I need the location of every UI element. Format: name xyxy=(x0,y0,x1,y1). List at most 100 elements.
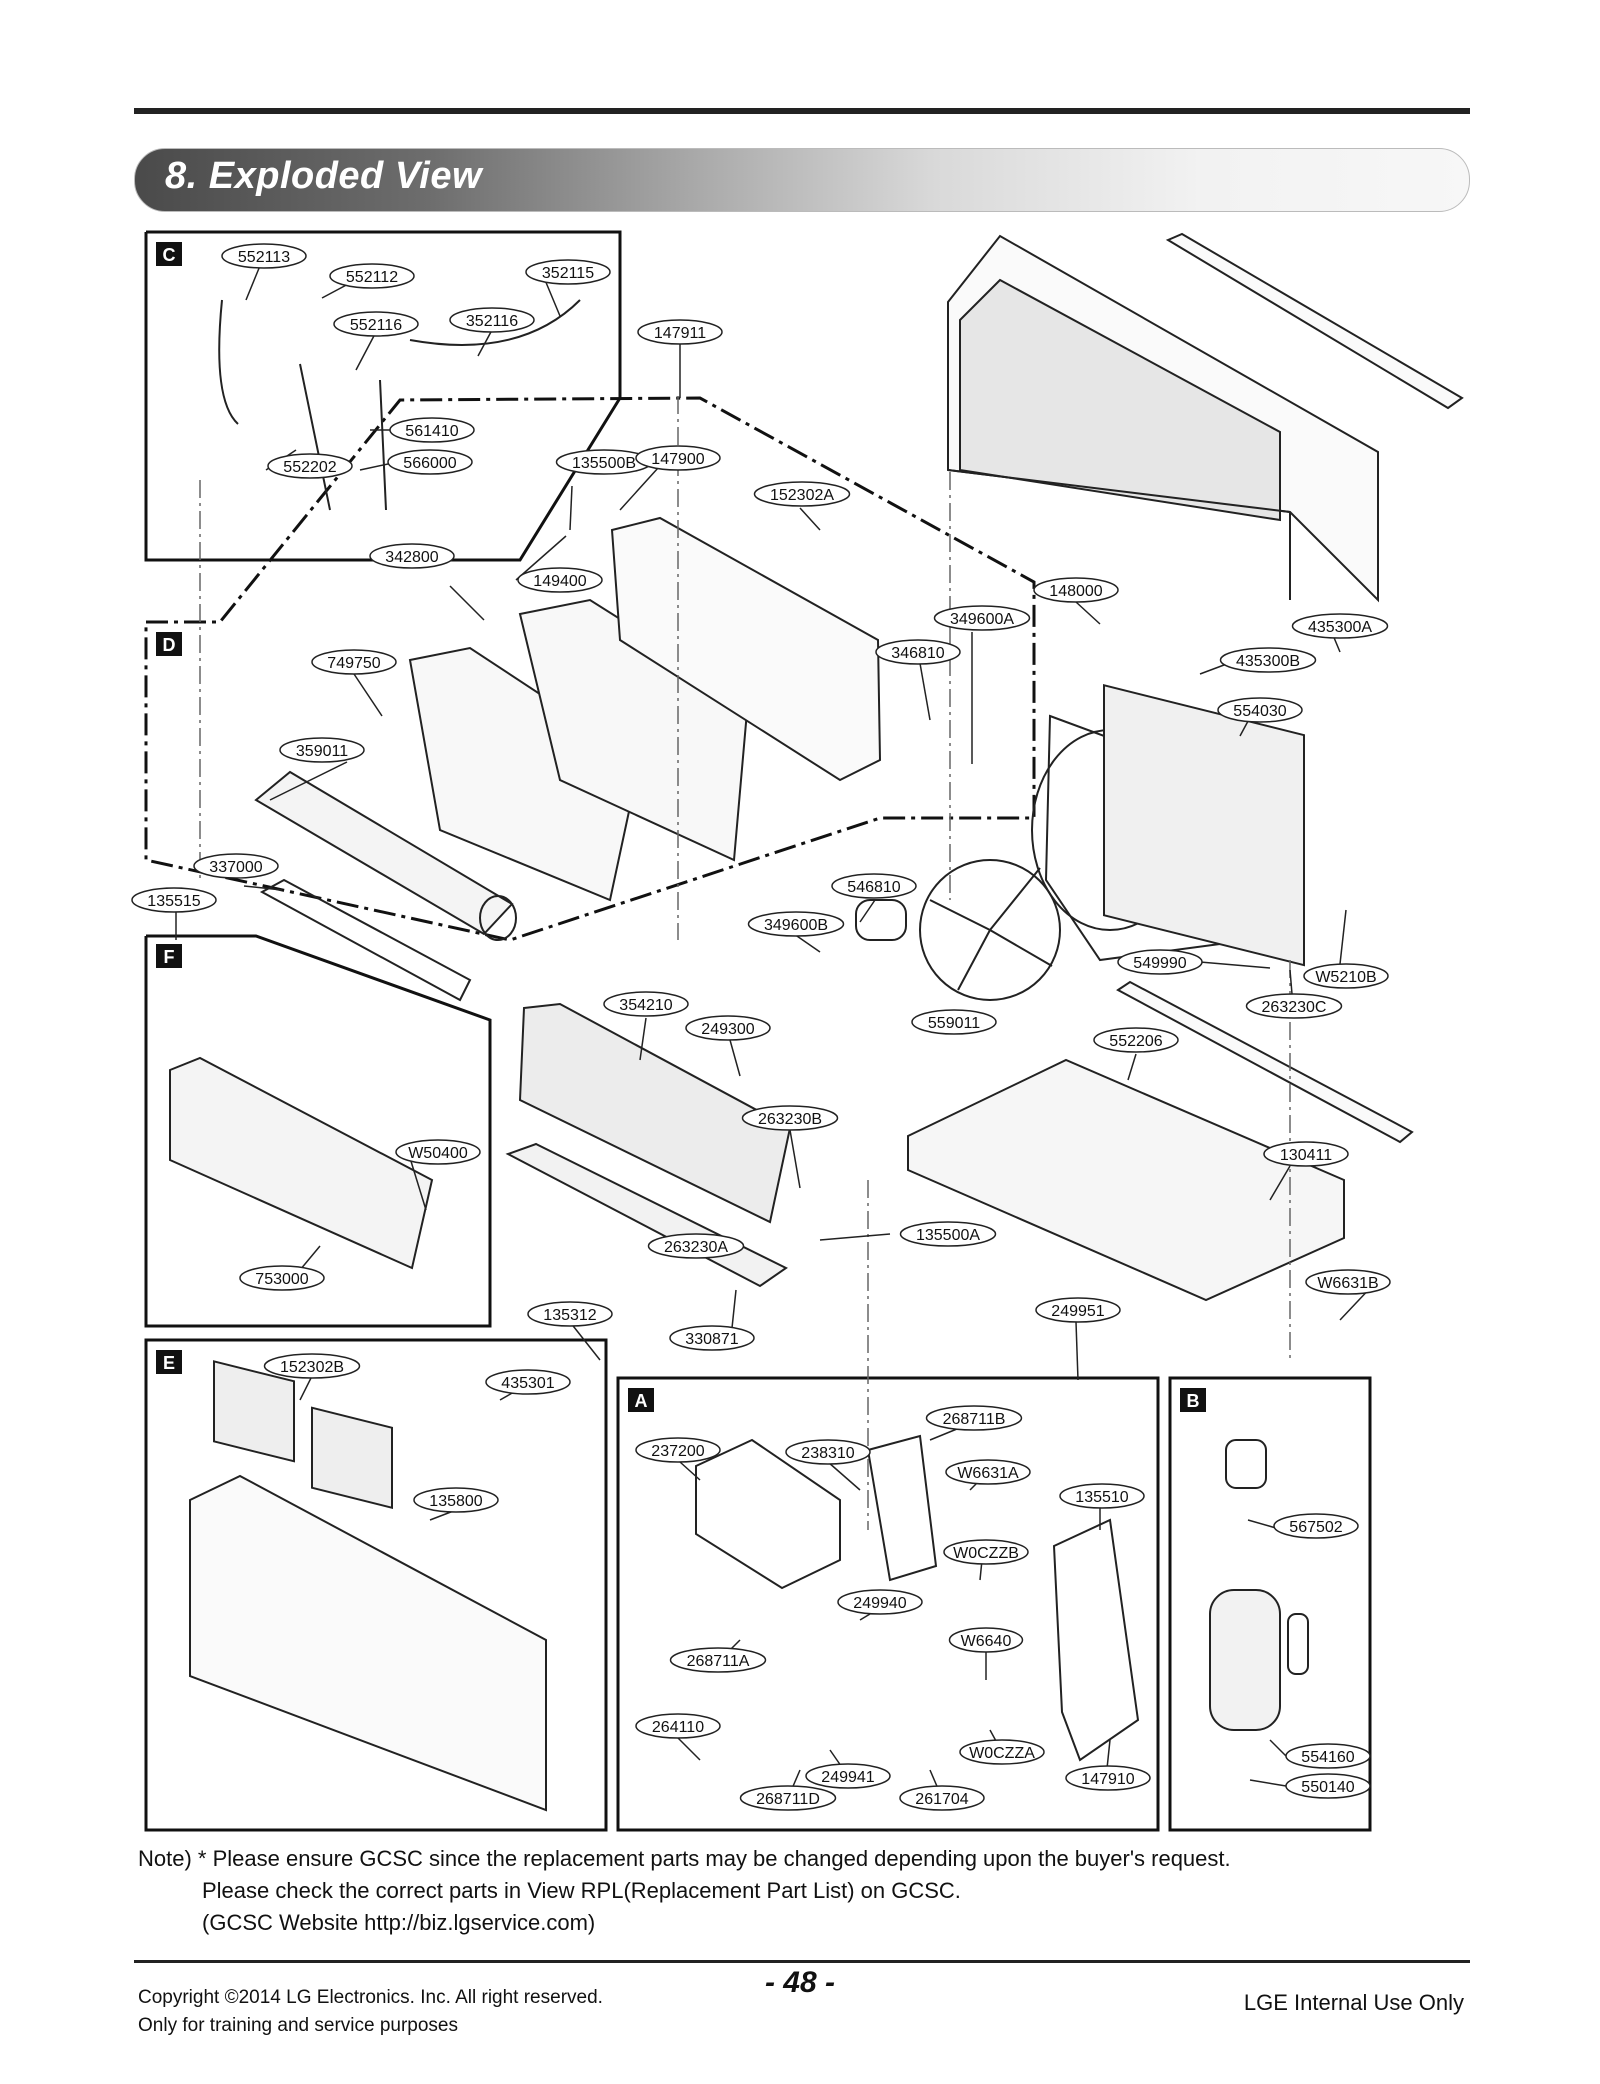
part-callout: 268711A xyxy=(669,1647,767,1673)
part-callout: 435300A xyxy=(1291,613,1389,639)
part-callout: 749750 xyxy=(311,649,397,675)
part-callout-ellipse xyxy=(279,737,365,763)
part-callout-ellipse xyxy=(389,417,475,443)
section-banner: 8. Exploded View xyxy=(134,148,1470,212)
part-callout: 249941 xyxy=(805,1763,891,1789)
part-number-label: 249951 xyxy=(1051,1303,1104,1320)
part-callout: 263230C xyxy=(1245,993,1343,1019)
part-callout-ellipse xyxy=(635,1437,721,1463)
part-callout: 552202 xyxy=(267,453,353,479)
part-callout-ellipse xyxy=(925,1405,1023,1431)
part-callout: 149400 xyxy=(517,567,603,593)
front-panel-plate-drawing xyxy=(610,516,882,782)
scroll-housing-drawing xyxy=(408,646,642,902)
part-number-label: 561410 xyxy=(405,423,458,440)
part-callout-ellipse xyxy=(449,307,535,333)
part-callout: 359011 xyxy=(279,737,365,763)
part-callout-ellipse xyxy=(831,873,917,899)
part-number-label: 337000 xyxy=(209,859,262,876)
part-number-label: 546810 xyxy=(847,879,900,896)
part-number-label: 552112 xyxy=(346,269,398,286)
pcb-drawing xyxy=(866,1434,938,1582)
part-number-label: 354210 xyxy=(619,997,672,1014)
part-callout-ellipse xyxy=(785,1439,871,1465)
part-callout: 552116 xyxy=(333,311,419,337)
part-callout-ellipse xyxy=(239,1265,325,1291)
copyright-text: Copyright ©2014 LG Electronics. Inc. All… xyxy=(138,1987,603,2008)
part-callout-ellipse xyxy=(685,1015,771,1041)
part-number-label: W50400 xyxy=(408,1145,468,1162)
part-callout: 152302B xyxy=(263,1353,361,1379)
part-callout-ellipse xyxy=(875,639,961,665)
exploded-view-diagram: C D F E A B xyxy=(131,230,1464,1832)
part-number-label: 263230C xyxy=(1262,999,1327,1016)
part-callout: 337000 xyxy=(193,853,279,879)
part-callout: 135500A xyxy=(899,1221,997,1247)
part-callout: W0CZZA xyxy=(959,1739,1045,1765)
bottom-rule xyxy=(134,1960,1470,1963)
part-callout: 135510 xyxy=(1059,1483,1145,1509)
part-number-label: 135515 xyxy=(147,893,200,910)
group-frame-f xyxy=(144,934,492,1328)
part-callout-ellipse xyxy=(333,311,419,337)
part-callout: 549990 xyxy=(1117,949,1203,975)
part-callout: 130411 xyxy=(1263,1141,1349,1167)
part-callout-ellipse xyxy=(131,887,217,913)
part-callout-ellipse xyxy=(311,649,397,675)
part-number-label: 435300B xyxy=(1236,653,1300,670)
part-callout: 147900 xyxy=(635,445,721,471)
part-number-label: W6640 xyxy=(961,1633,1012,1650)
part-callout-ellipse xyxy=(669,1325,755,1351)
part-callout: 552112 xyxy=(329,263,415,289)
part-callout-ellipse xyxy=(948,1627,1024,1653)
part-number-label: 130411 xyxy=(1280,1147,1332,1164)
part-number-label: 349600A xyxy=(950,611,1014,628)
part-callout: 152302A xyxy=(753,481,851,507)
part-callout-ellipse xyxy=(1059,1483,1145,1509)
part-callout: 135515 xyxy=(131,887,217,913)
part-callout: 249300 xyxy=(685,1015,771,1041)
part-callout: 261704 xyxy=(899,1785,985,1811)
part-number-label: 550140 xyxy=(1301,1779,1354,1796)
group-frame-d xyxy=(144,396,1036,942)
part-callout: 559011 xyxy=(911,1009,997,1035)
part-callout-ellipse xyxy=(263,1353,361,1379)
part-callout: 567502 xyxy=(1273,1513,1359,1539)
part-callout-ellipse xyxy=(369,543,455,569)
cabinet-sleeve-drawing xyxy=(947,234,1379,603)
part-number-label: 352116 xyxy=(466,313,518,330)
air-guide-drawing xyxy=(169,1056,434,1270)
part-callout-ellipse xyxy=(805,1763,891,1789)
part-callout: 352115 xyxy=(525,259,611,285)
top-rail-drawing xyxy=(1165,232,1464,410)
part-number-label: W6631A xyxy=(957,1465,1019,1482)
part-callout-ellipse xyxy=(329,263,415,289)
cross-flow-fan-drawing xyxy=(254,770,517,941)
part-callout: 249940 xyxy=(837,1589,923,1615)
part-number-label: 237200 xyxy=(651,1443,704,1460)
part-number-label: 135312 xyxy=(543,1307,596,1324)
part-number-label: 149400 xyxy=(533,573,586,590)
part-callout: 135312 xyxy=(527,1301,613,1327)
part-callout: 550140 xyxy=(1285,1773,1371,1799)
part-callout-ellipse xyxy=(1285,1773,1371,1799)
part-callout-ellipse xyxy=(647,1233,745,1259)
part-callout: 135800 xyxy=(413,1487,499,1513)
part-callout-ellipse xyxy=(1093,1027,1179,1053)
part-callout: 238310 xyxy=(785,1439,871,1465)
part-number-label: 559011 xyxy=(928,1015,980,1032)
part-callout-ellipse xyxy=(485,1369,571,1395)
part-callout: 561410 xyxy=(389,417,475,443)
front-grille-drawing xyxy=(189,1474,547,1812)
part-number-label: 152302B xyxy=(280,1359,344,1376)
part-number-label: 349600B xyxy=(764,917,828,934)
outdoor-coil-drawing xyxy=(1103,684,1305,967)
base-pan-drawing xyxy=(907,1058,1345,1302)
control-box-drawing xyxy=(695,1438,841,1590)
internal-use-text: LGE Internal Use Only xyxy=(1243,1990,1464,2015)
group-frame-e xyxy=(144,1338,608,1832)
part-callout: 349600A xyxy=(933,605,1031,631)
part-callout-ellipse xyxy=(1273,1513,1359,1539)
part-callout-ellipse xyxy=(395,1139,481,1165)
